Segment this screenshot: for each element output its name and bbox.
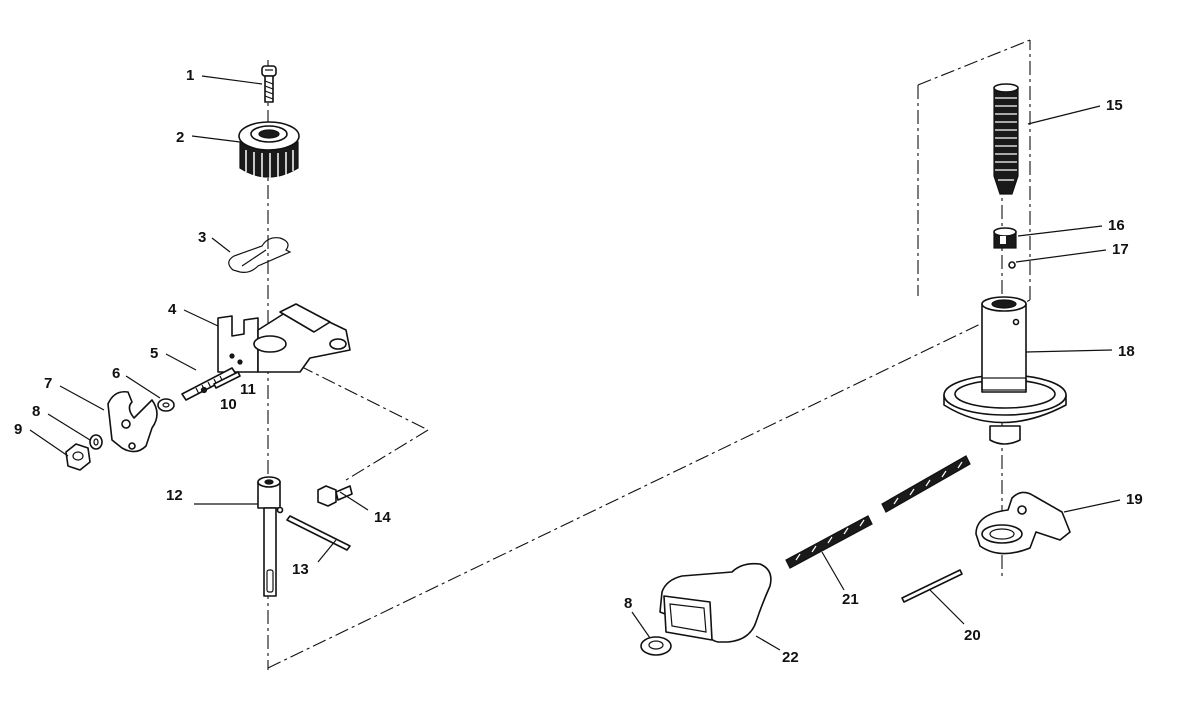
part-17-ball [1008,261,1016,269]
callout-20: 20 [964,627,981,644]
callout-11: 11 [240,381,256,398]
part-18-pulley [943,296,1067,445]
part-13-pin [286,515,351,551]
callout-2: 2 [176,129,184,146]
callout-8-left: 8 [32,403,40,420]
part-6-washer [157,398,175,412]
callout-9: 9 [14,421,22,438]
leader-lines [29,75,1121,651]
callout-8-right: 8 [624,595,632,612]
callout-14: 14 [374,509,391,526]
part-4-bracket [217,303,351,373]
callout-19: 19 [1126,491,1143,508]
callout-7: 7 [44,375,52,392]
part-8-washer-right [640,636,672,656]
part-21-starter-cord [785,455,971,569]
part-2-gear [238,121,300,180]
callout-5: 5 [150,345,158,362]
callout-17: 17 [1112,241,1129,258]
part-9-nut [65,443,91,471]
callout-10: 10 [220,396,237,413]
callout-16: 16 [1108,217,1125,234]
callout-22: 22 [782,649,799,666]
callout-13: 13 [292,561,309,578]
part-7-lever-plate [107,390,158,453]
part-15-threaded-sleeve [993,83,1019,195]
part-1-screw [261,65,277,103]
callout-12: 12 [166,487,183,504]
part-10-pin [200,386,208,394]
part-22-handle [659,562,772,643]
part-8-washer-left [89,434,103,450]
callout-4: 4 [168,301,177,318]
callout-6: 6 [112,365,120,382]
part-14-bolt [317,485,353,507]
callout-21: 21 [842,591,859,608]
part-16-collar [993,227,1017,249]
part-3-clip [228,237,292,273]
callout-3: 3 [198,229,206,246]
part-19-bracket [975,491,1071,555]
callout-labels: 1 2 3 4 5 6 7 8 9 10 11 12 13 14 15 16 1… [14,67,1143,666]
callout-18: 18 [1118,343,1135,360]
callout-1: 1 [186,67,194,84]
part-11-pin [213,371,241,389]
callout-15: 15 [1106,97,1123,114]
part-12-shaft [257,476,284,597]
assembly-axis-lines [267,39,1031,670]
part-20-pin [901,569,963,603]
